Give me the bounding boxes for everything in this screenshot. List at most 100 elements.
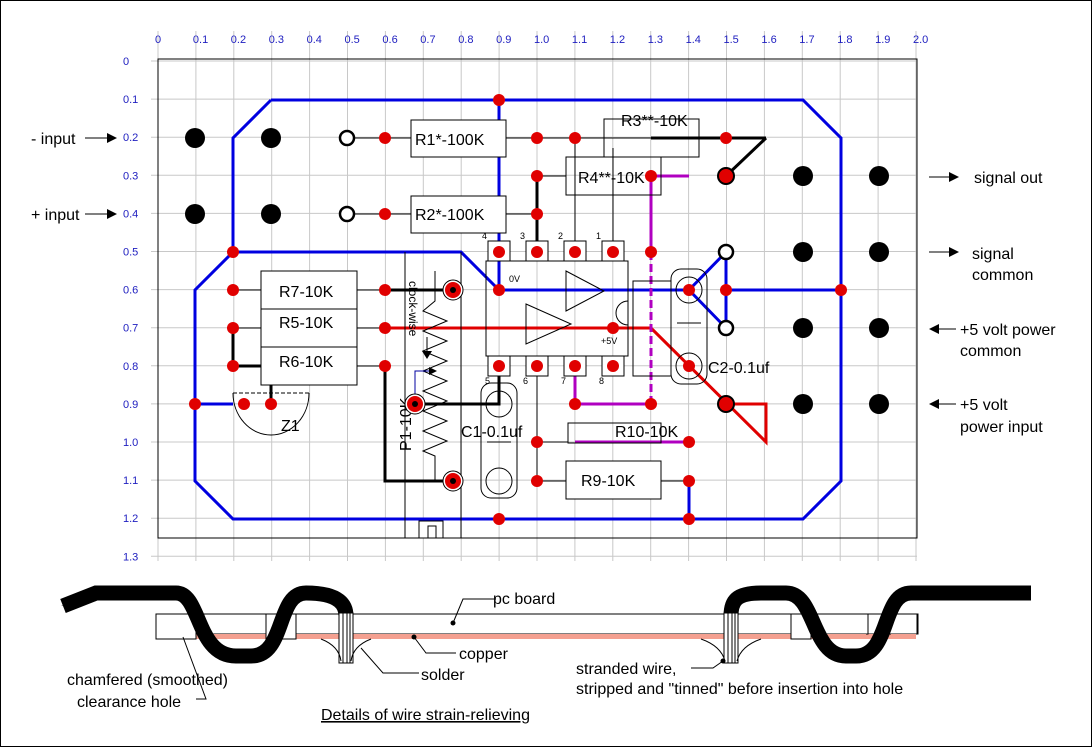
x-tick-label: 2.0 [913, 34, 928, 46]
solder-pad [569, 398, 581, 410]
resistor-r10 [567, 422, 662, 444]
c1-label: C1-0.1uf [461, 424, 523, 441]
solder-pad [493, 246, 505, 258]
arrow-left-icon [929, 324, 939, 334]
arrow-right-icon [107, 133, 117, 143]
pin-8-label: 8 [599, 376, 604, 386]
solder-pad [645, 398, 657, 410]
solder-pad [683, 284, 695, 296]
y-tick-label: 0.5 [123, 247, 138, 259]
x-tick-label: 0.9 [496, 34, 511, 46]
solder-pad [645, 246, 657, 258]
strain-relief-detail: pc board copper solder chamfered (smooth… [60, 585, 1031, 724]
x-tick-label: 0.7 [420, 34, 435, 46]
x-tick-label: 1.4 [686, 34, 701, 46]
terminal-pad [869, 242, 889, 262]
x-tick-label: 1.5 [724, 34, 739, 46]
pot-pad-hole [450, 287, 456, 293]
arrow-right-icon [949, 172, 959, 182]
y-tick-label: 1.3 [123, 551, 138, 563]
solder-pad [607, 360, 619, 372]
r3-label: R3**-10K [621, 113, 688, 130]
pin-6-label: 6 [523, 376, 528, 386]
resistor-r6 [260, 346, 358, 386]
x-tick-label: 0.5 [345, 34, 360, 46]
resistor-r4 [565, 156, 662, 196]
pin-1-label: 1 [596, 231, 601, 241]
x-tick-label: 1.9 [875, 34, 890, 46]
power-input-label: +5 volt [960, 397, 1008, 414]
zener-z1: Z1 [232, 392, 310, 436]
terminal-pad [793, 318, 813, 338]
terminal-pad [185, 204, 205, 224]
z1-label: Z1 [281, 418, 300, 435]
resistor-r5 [260, 308, 358, 348]
solder-pad [227, 322, 239, 334]
solder-pad [683, 513, 695, 525]
y-tick-label: 1.0 [123, 437, 138, 449]
solder-pad [720, 132, 732, 144]
resistors: R1*-100K R2*-100K R3**-10K R4**-10K R7-1… [260, 113, 700, 500]
x-tick-label: 1.6 [761, 34, 776, 46]
wire-terminal [338, 205, 356, 223]
solder-pad [683, 475, 695, 487]
y-tick-label: 0.1 [123, 94, 138, 106]
solder-pad [835, 284, 847, 296]
pads [185, 94, 889, 525]
r7-label: R7-10K [279, 284, 334, 301]
arrow-right-icon [949, 247, 959, 257]
terminal-pad [793, 166, 813, 186]
r5-label: R5-10K [279, 315, 334, 332]
power-common-label-2: common [960, 343, 1021, 360]
solder-pad [227, 284, 239, 296]
clearance-hole-label: clearance hole [77, 694, 181, 711]
r10-label: R10-10K [615, 424, 678, 441]
solder-pad [493, 94, 505, 106]
capacitor-c1: C1-0.1uf [461, 382, 523, 499]
output-pad [717, 395, 735, 413]
r4-label: R4**-10K [578, 170, 645, 187]
io-labels: - input + input signal out signal common… [31, 131, 1056, 436]
wire-terminal [717, 319, 735, 337]
solder-pad [379, 208, 391, 220]
pc-board-label: pc board [493, 591, 555, 608]
pot-pad-hole [450, 478, 456, 484]
y-tick-label: 0.2 [123, 132, 138, 144]
y-tick-label: 0.8 [123, 361, 138, 373]
x-tick-label: 0.8 [458, 34, 473, 46]
resistor-r2 [410, 195, 507, 234]
plus5v-label: +5V [601, 336, 617, 346]
terminal-pad [869, 318, 889, 338]
x-tick-label: 0 [155, 34, 161, 46]
wire-terminal [338, 129, 356, 147]
x-tick-label: 1.8 [837, 34, 852, 46]
x-tick-label: 1.1 [572, 34, 587, 46]
x-tick-label: 1.2 [610, 34, 625, 46]
r9-label: R9-10K [581, 473, 636, 490]
solder-pad [531, 132, 543, 144]
solder-pad [569, 360, 581, 372]
y-tick-label: 0.7 [123, 323, 138, 335]
solder-pad [720, 284, 732, 296]
solder-pad [645, 170, 657, 182]
solder-pad [683, 436, 695, 448]
solder-pad [531, 475, 543, 487]
solder-pad [379, 360, 391, 372]
solder-pad [531, 246, 543, 258]
solder-pad [531, 360, 543, 372]
signal-common-label: signal [972, 246, 1014, 263]
y-tick-label: 0.3 [123, 170, 138, 182]
solder-pad [531, 436, 543, 448]
tinned-label: stripped and "tinned" before insertion i… [576, 681, 903, 698]
wire-left [60, 585, 354, 664]
terminal-pad [261, 128, 281, 148]
terminal-pad [261, 204, 281, 224]
solder-pad [569, 246, 581, 258]
pin-3-label: 3 [520, 231, 525, 241]
x-tick-label: 0.3 [269, 34, 284, 46]
r1-label: R1*-100K [415, 132, 485, 149]
pin-2-label: 2 [558, 231, 563, 241]
pot-pad-hole [412, 401, 418, 407]
